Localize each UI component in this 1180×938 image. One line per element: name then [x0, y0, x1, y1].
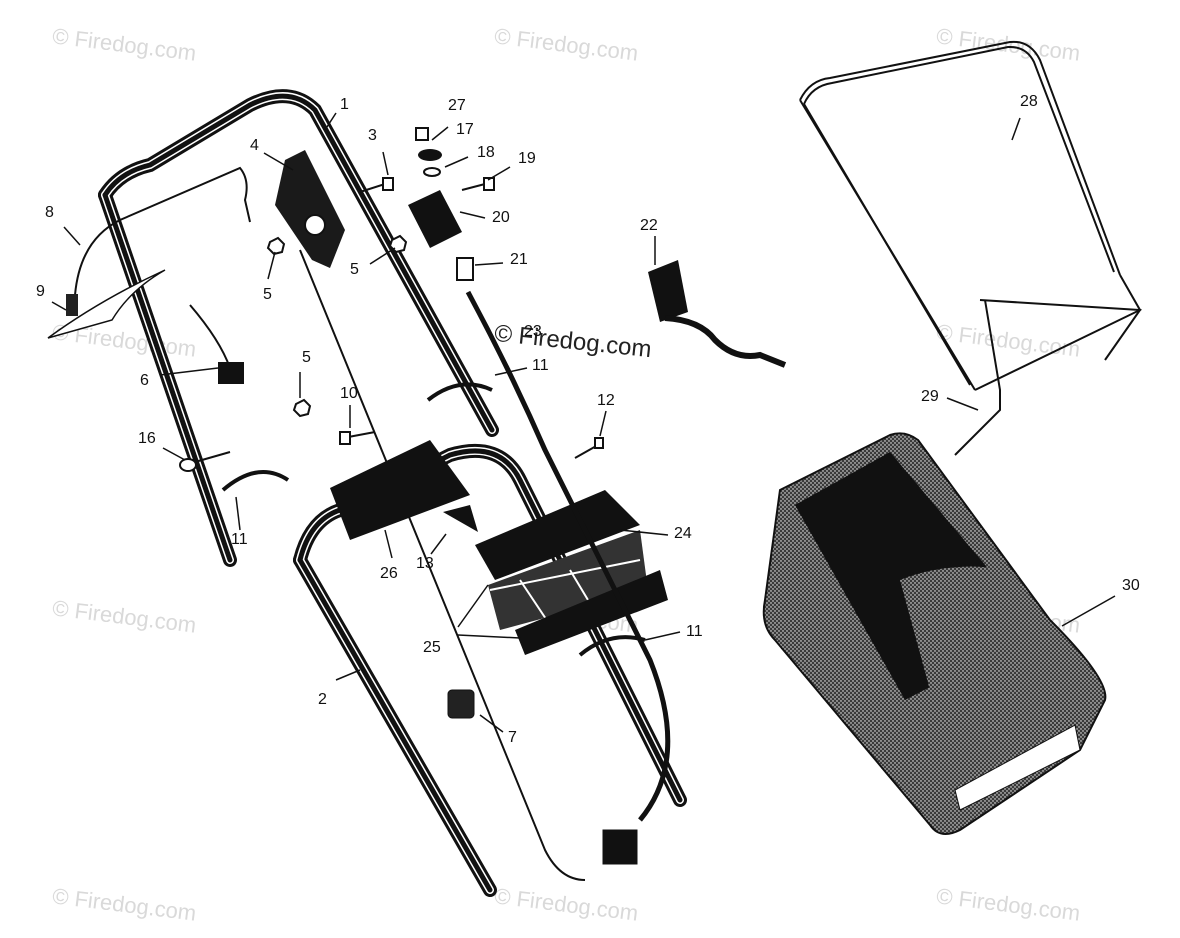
- callout-18: 18: [477, 144, 495, 161]
- callout-29: 29: [921, 388, 939, 405]
- callout-1: 1: [340, 96, 349, 113]
- callout-2: 2: [318, 691, 327, 708]
- callout-25: 25: [423, 639, 441, 656]
- bag-frame: [799, 40, 1142, 456]
- switch-box: [275, 150, 345, 268]
- callout-24: 24: [674, 525, 692, 542]
- charger-cord: [465, 290, 671, 865]
- callout-30: 30: [1122, 577, 1140, 594]
- callout-17: 17: [456, 121, 474, 138]
- switch-lever: [47, 269, 166, 339]
- upper-handle: [98, 89, 499, 567]
- callout-16: 16: [138, 430, 156, 447]
- callout-7: 7: [508, 729, 517, 746]
- callout-27: 27: [448, 97, 466, 114]
- battery-tray: [330, 440, 470, 540]
- charger: [648, 260, 787, 368]
- leader-lines: [51, 112, 1116, 733]
- callout-9: 9: [36, 283, 45, 300]
- callout-3: 3: [368, 127, 377, 144]
- wire-harness: [189, 304, 475, 719]
- callout-4: 4: [250, 137, 259, 154]
- knob-parts: [408, 127, 474, 281]
- callout-11c: 11: [686, 623, 703, 640]
- nuts: [266, 234, 408, 418]
- callout-6: 6: [140, 372, 149, 389]
- callout-8: 8: [45, 204, 54, 221]
- callout-21: 21: [510, 251, 528, 268]
- callout-26: 26: [380, 565, 398, 582]
- callout-19: 19: [518, 150, 536, 167]
- callout-10: 10: [340, 385, 358, 402]
- callout-11a: 11: [532, 357, 549, 374]
- battery-pack: [443, 490, 668, 655]
- callout-23: 23: [524, 323, 542, 340]
- bolts: [179, 177, 604, 472]
- callout-11b: 11: [231, 531, 248, 548]
- callout-5c: 5: [350, 261, 359, 278]
- callout-5a: 5: [263, 286, 272, 303]
- callout-13: 13: [416, 555, 434, 572]
- callout-12: 12: [597, 392, 615, 409]
- callout-5d: 5: [302, 349, 311, 366]
- callout-22: 22: [640, 217, 658, 234]
- callout-28: 28: [1020, 93, 1038, 110]
- grass-bag: [762, 432, 1107, 835]
- callout-20: 20: [492, 209, 510, 226]
- control-cable: [74, 166, 586, 881]
- lower-handle: [293, 443, 687, 897]
